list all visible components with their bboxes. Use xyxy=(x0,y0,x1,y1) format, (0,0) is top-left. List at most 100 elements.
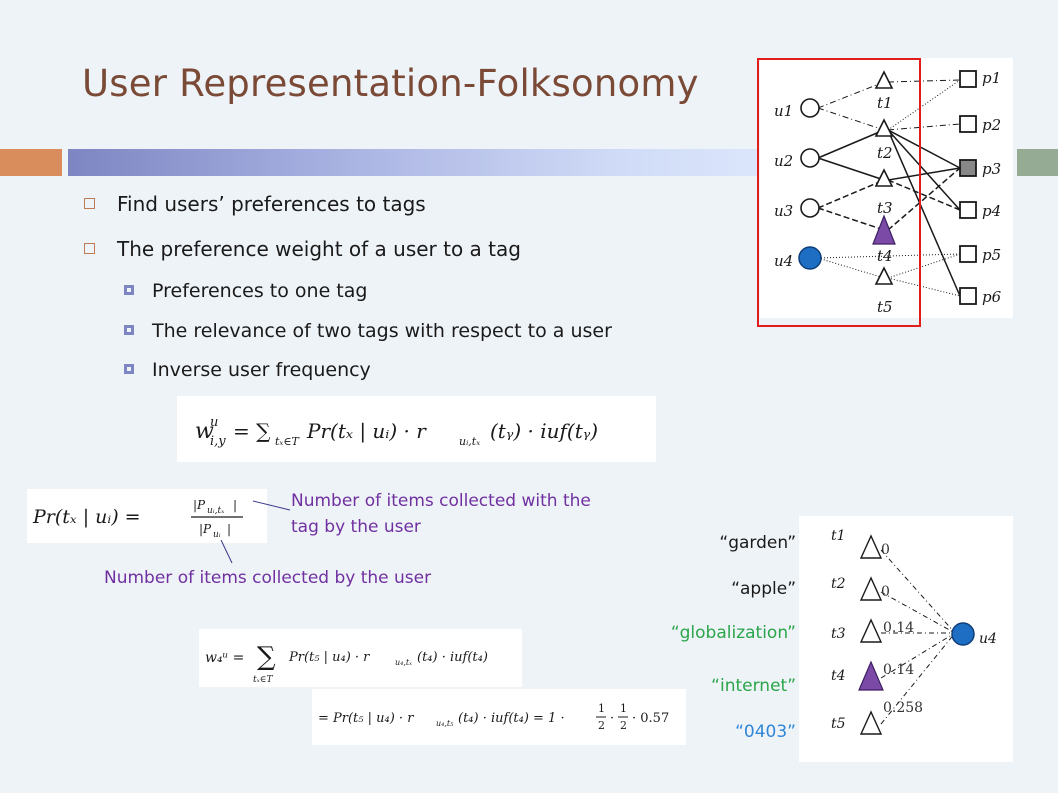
svg-text:u: u xyxy=(210,415,218,430)
tag-label: t4 xyxy=(877,247,893,265)
svg-text:· 0.57: · 0.57 xyxy=(632,711,669,726)
svg-text:u₄,tₓ: u₄,tₓ xyxy=(395,658,412,667)
tag-node-icon xyxy=(859,618,883,643)
tag-node-icon xyxy=(874,168,894,187)
tag-name-label: “0403” xyxy=(735,722,796,742)
svg-text:w: w xyxy=(195,419,214,444)
svg-text:uᵢ,tₓ: uᵢ,tₓ xyxy=(207,506,225,516)
annotation-pointers xyxy=(220,500,291,564)
user-node-icon xyxy=(800,198,820,218)
tag-name-label: “apple” xyxy=(731,579,796,599)
item-label: p1 xyxy=(982,69,1001,87)
svg-text:1: 1 xyxy=(620,702,627,715)
accent-bar-right xyxy=(1017,149,1058,176)
tag-label: t3 xyxy=(831,626,846,642)
user-label: u1 xyxy=(774,102,793,120)
tag-label: t3 xyxy=(877,199,893,217)
item-node-icon xyxy=(959,115,977,133)
svg-text:i,y: i,y xyxy=(210,434,226,449)
bullet-2: The preference weight of a user to a tag xyxy=(84,237,521,261)
tag-node-icon xyxy=(859,534,883,559)
svg-text:2: 2 xyxy=(620,719,627,732)
tag-weight-graph: t1 t2 t3 t4 t5 u4 0 0 0.14 0.14 0.258 xyxy=(831,528,997,735)
sub-bullet-3: Inverse user frequency xyxy=(124,359,371,381)
tag-label: t4 xyxy=(831,668,846,684)
annotation-items-by-user: Number of items collected by the user xyxy=(104,568,432,588)
svg-text:·: · xyxy=(610,711,614,726)
tag-label: t5 xyxy=(831,716,846,732)
accent-bar-left xyxy=(0,149,62,176)
tag-name-label: “internet” xyxy=(711,676,796,696)
sub-bullet-1: Preferences to one tag xyxy=(124,280,367,302)
highlight-frame xyxy=(757,58,921,327)
item-node-icon xyxy=(959,70,977,88)
sub-bullet-2-text: The relevance of two tags with respect t… xyxy=(152,320,612,342)
svg-text:(tᵧ) · iuf(tᵧ): (tᵧ) · iuf(tᵧ) xyxy=(490,419,598,443)
tag-node-icon xyxy=(859,576,883,601)
weight-formula-image: w u i,y = ∑ tₓ∈T Pr(tₓ | uᵢ) · r uᵢ,tₓ (… xyxy=(177,396,656,462)
item-node-icon xyxy=(959,245,977,263)
pr-formula-image: Pr(tₓ | uᵢ) = |P uᵢ,tₓ | |P uᵢ | xyxy=(27,489,267,543)
user-label: u3 xyxy=(774,202,793,220)
pr-formula: Pr(tₓ | uᵢ) = |P uᵢ,tₓ | |P uᵢ | xyxy=(32,498,243,540)
bullet-marker-icon xyxy=(84,198,95,209)
user-label: u4 xyxy=(774,252,793,270)
tag-node-icon xyxy=(874,118,894,137)
item-label: p4 xyxy=(982,202,1001,220)
user-node-icon xyxy=(951,622,975,646)
svg-text:|P: |P xyxy=(193,498,206,512)
svg-text:uᵢ,tₓ: uᵢ,tₓ xyxy=(459,435,480,448)
svg-text:u₄,t₅: u₄,t₅ xyxy=(436,719,454,728)
weight-label: 0.14 xyxy=(883,620,914,636)
svg-text:(t₄) · iuf(t₄): (t₄) · iuf(t₄) xyxy=(417,650,488,665)
folksonomy-graph: u1 u2 u3 u4 t1 t2 t3 t4 t5 p1 p2 p3 p4 p… xyxy=(774,69,1002,316)
sub-bullet-1-text: Preferences to one tag xyxy=(152,280,368,302)
svg-text:uᵢ: uᵢ xyxy=(213,530,221,540)
svg-text:w₄ᵘ =: w₄ᵘ = xyxy=(205,650,244,666)
example-formula-2: = Pr(t₅ | u₄) · r u₄,t₅ (t₄) · iuf(t₄) =… xyxy=(318,702,669,732)
item-node-icon xyxy=(959,159,977,177)
sub-bullet-marker-icon xyxy=(124,325,134,335)
svg-text:tₓ∈T: tₓ∈T xyxy=(275,435,300,448)
example-formula-1-image: w₄ᵘ = ∑ tₓ∈T Pr(t₅ | u₄) · r u₄,tₓ (t₄) … xyxy=(199,629,522,687)
bullet-2-text: The preference weight of a user to a tag xyxy=(117,237,521,261)
highlighted-user-icon xyxy=(798,246,822,270)
tag-weight-graph-image: t1 t2 t3 t4 t5 u4 0 0 0.14 0.14 0.258 xyxy=(799,516,1013,762)
bullet-1-text: Find users’ preferences to tags xyxy=(117,192,426,216)
user-label: u2 xyxy=(774,152,793,170)
example-formula-2-image: = Pr(t₅ | u₄) · r u₄,t₅ (t₄) · iuf(t₄) =… xyxy=(312,689,686,745)
highlighted-tag-icon xyxy=(872,214,896,245)
item-label: p5 xyxy=(982,246,1001,264)
tag-name-label: “globalization” xyxy=(670,623,796,643)
svg-text:(t₄) · iuf(t₄) = 1 ·: (t₄) · iuf(t₄) = 1 · xyxy=(458,711,565,726)
highlighted-tag-icon xyxy=(858,660,884,691)
user-node-icon xyxy=(800,98,820,118)
tag-name-label: “garden” xyxy=(719,533,796,553)
tag-label: t2 xyxy=(877,144,893,162)
tag-label: t5 xyxy=(877,298,893,316)
svg-text:tₓ∈T: tₓ∈T xyxy=(253,675,273,685)
svg-text:2: 2 xyxy=(598,719,605,732)
tag-node-icon xyxy=(874,266,894,285)
bullet-marker-icon xyxy=(84,243,95,254)
example-formula-1: w₄ᵘ = ∑ tₓ∈T Pr(t₅ | u₄) · r u₄,tₓ (t₄) … xyxy=(205,642,488,685)
sub-bullet-2: The relevance of two tags with respect t… xyxy=(124,320,612,342)
tag-node-icon xyxy=(874,70,894,89)
weight-label: 0 xyxy=(881,542,890,558)
tag-label: t1 xyxy=(877,94,893,112)
tag-node-icon xyxy=(859,710,883,735)
bullet-1: Find users’ preferences to tags xyxy=(84,192,426,216)
svg-text:1: 1 xyxy=(598,702,605,715)
item-node-icon xyxy=(959,201,977,219)
annotation-items-with-tag: Number of items collected with the tag b… xyxy=(291,491,591,537)
user-label: u4 xyxy=(979,631,997,647)
svg-text:= Pr(t₅ | u₄) · r: = Pr(t₅ | u₄) · r xyxy=(318,711,414,726)
page-title: User Representation-Folksonomy xyxy=(82,62,699,105)
weight-label: 0 xyxy=(881,584,890,600)
sub-bullet-marker-icon xyxy=(124,364,134,374)
svg-text:Pr(tₓ | uᵢ) · r: Pr(tₓ | uᵢ) · r xyxy=(306,419,427,444)
weight-formula: w u i,y = ∑ tₓ∈T Pr(tₓ | uᵢ) · r uᵢ,tₓ (… xyxy=(195,415,598,449)
item-label: p2 xyxy=(982,116,1001,134)
sub-bullet-3-text: Inverse user frequency xyxy=(152,359,371,381)
svg-text:Pr(t₅ | u₄) · r: Pr(t₅ | u₄) · r xyxy=(288,650,370,665)
